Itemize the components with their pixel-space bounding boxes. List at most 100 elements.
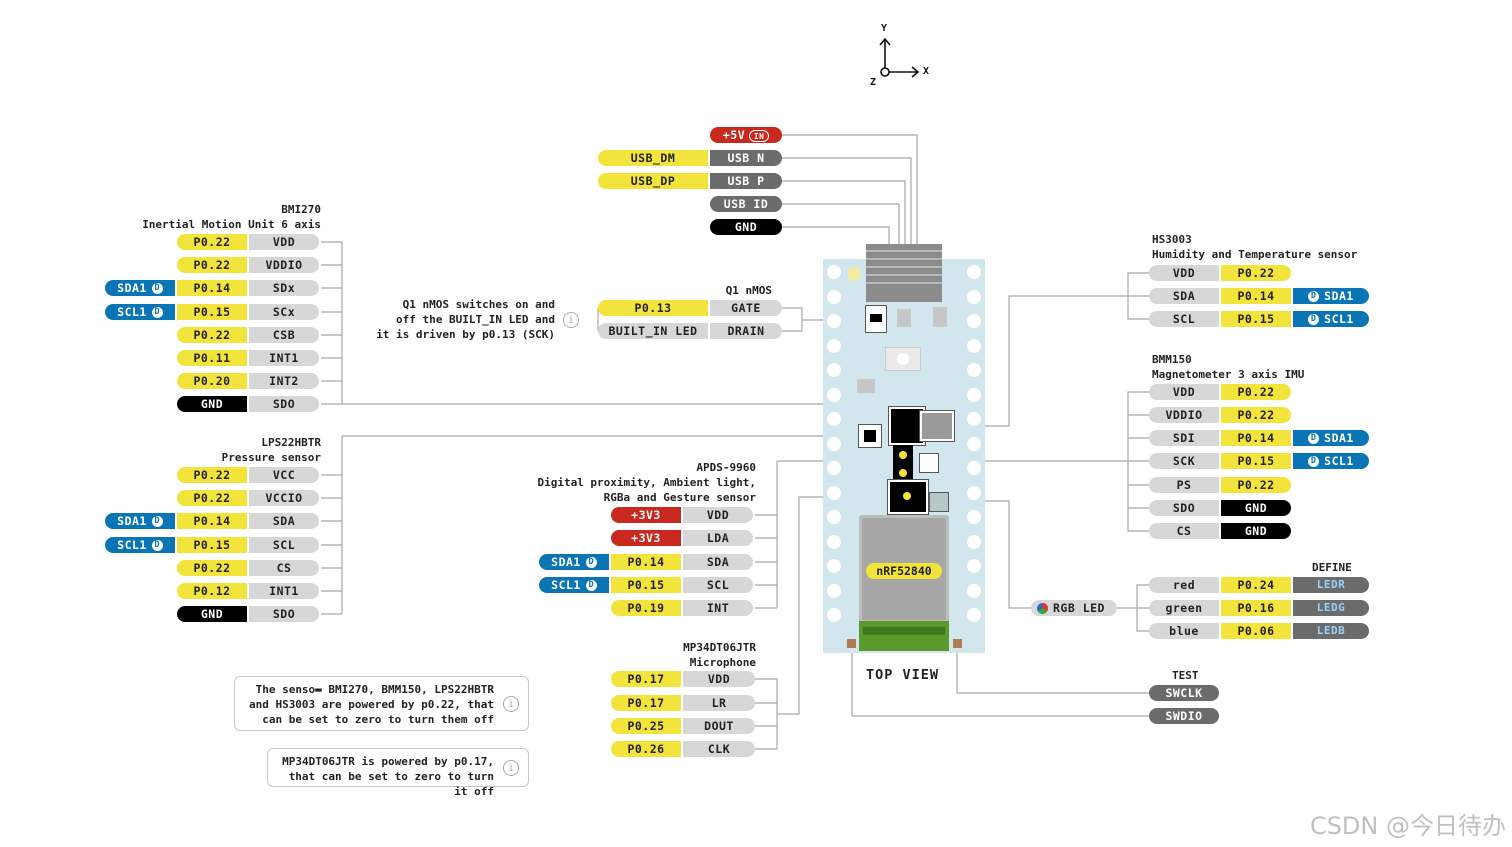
port-pill: P0.22: [1221, 265, 1291, 281]
pin-pill: blue: [1149, 623, 1219, 639]
digital-badge-icon: D: [151, 307, 163, 318]
q1-transistor: [865, 305, 887, 333]
lps22-subtitle: Pressure sensor: [221, 451, 321, 464]
bus-label: SCL1: [117, 305, 147, 319]
pin-hole: [827, 461, 841, 475]
digital-badge-icon: D: [1308, 433, 1320, 444]
pin-pill: CS: [249, 560, 319, 576]
pin-pill: INT: [683, 600, 753, 616]
info-icon[interactable]: i: [503, 696, 519, 712]
port-pill: P0.22: [177, 490, 247, 506]
port-pill: P0.12: [177, 583, 247, 599]
bmm150-title: BMM150: [1152, 353, 1192, 366]
bus-label: SDA1: [1324, 431, 1354, 445]
pin-pill: VCCIO: [249, 490, 319, 506]
port-pill: P0.24: [1221, 577, 1291, 593]
pin-hole: [967, 387, 981, 402]
usb-pin-pill: USB P: [710, 173, 782, 189]
port-pill: P0.15: [611, 577, 681, 593]
pin-pill: SDO: [249, 396, 319, 412]
port-pill: P0.22: [1221, 384, 1291, 400]
bus-pill: SDA1 D: [105, 513, 175, 529]
bus-label: SDA1: [117, 281, 147, 295]
pin-hole: [967, 608, 981, 622]
port-pill: GND: [177, 396, 247, 412]
apds-subtitle-line1: Digital proximity, Ambient light,: [537, 476, 756, 489]
port-pill: P0.15: [1221, 453, 1291, 469]
usb-connector: [866, 244, 942, 302]
power-note-line1: The senso▬ BMI270, BMM150, LPS22HBTR: [255, 683, 494, 696]
bus-pill: SCL1 D: [105, 537, 175, 553]
mic-note-line2: that can be set to zero to turn it off: [288, 770, 494, 798]
smd-part: [857, 379, 875, 393]
bmi270-chip: [888, 406, 926, 446]
digital-badge-icon: D: [151, 540, 163, 551]
pin-hole: [827, 583, 841, 598]
info-icon[interactable]: i: [503, 760, 519, 776]
pin-pill: SDO: [249, 606, 319, 622]
port-pill: P0.22: [177, 560, 247, 576]
bus-label: SDA1: [1324, 289, 1354, 303]
pin-label: +5V: [722, 128, 746, 142]
apds-title: APDS-9960: [696, 461, 756, 474]
pin-hole: [967, 436, 981, 451]
power-note-line2: and HS3003 are powered by p0.22, that: [248, 698, 494, 711]
pin-pill: PS: [1149, 477, 1219, 493]
pin-pill: DOUT: [683, 718, 755, 734]
axis-y-label: Y: [881, 23, 888, 34]
define-pill: LEDB: [1293, 623, 1369, 639]
pin-pill: VDD: [249, 234, 319, 250]
port-pill: P0.14: [1221, 288, 1291, 304]
hs3003-chip: [919, 410, 955, 442]
signal-pill: USB_DP: [598, 173, 708, 189]
pin-hole: [827, 608, 841, 622]
pin-hole: [967, 534, 981, 549]
pin-pill: SDA: [249, 513, 319, 529]
pin-pill: CSB: [249, 327, 319, 343]
bus-pill: D SDA1: [1293, 430, 1369, 446]
antenna: [859, 621, 949, 651]
hs3003-subtitle: Humidity and Temperature sensor: [1152, 248, 1358, 261]
usb-pin-pill: USB N: [710, 150, 782, 166]
bus-label: SDA1: [117, 514, 147, 528]
pin-pill: green: [1149, 600, 1219, 616]
digital-badge-icon: D: [151, 516, 163, 527]
bus-label: SCL1: [117, 538, 147, 552]
pin-hole: [827, 289, 841, 304]
define-pill: LEDG: [1293, 600, 1369, 616]
info-icon[interactable]: i: [563, 312, 579, 328]
pin-pill: SDA: [683, 554, 753, 570]
pin-hole: [967, 510, 981, 524]
port-pill: P0.17: [611, 671, 681, 687]
lps22-title: LPS22HBTR: [261, 436, 321, 449]
top-view-label: TOP VIEW: [866, 667, 940, 683]
axis-z-label: Z: [870, 77, 877, 88]
port-pill: P0.14: [177, 280, 247, 296]
pin-pill: LDA: [683, 530, 753, 546]
port-pill: P0.15: [177, 304, 247, 320]
apds9960-chip: [887, 479, 929, 515]
port-pill: P0.14: [1221, 430, 1291, 446]
pin-pill: INT1: [249, 583, 319, 599]
bus-label: SCL1: [1324, 312, 1354, 326]
port-pill: P0.25: [611, 718, 681, 734]
q1-title: Q1 nMOS: [725, 284, 772, 297]
pin-hole: [967, 583, 981, 598]
port-pill: P0.22: [1221, 407, 1291, 423]
